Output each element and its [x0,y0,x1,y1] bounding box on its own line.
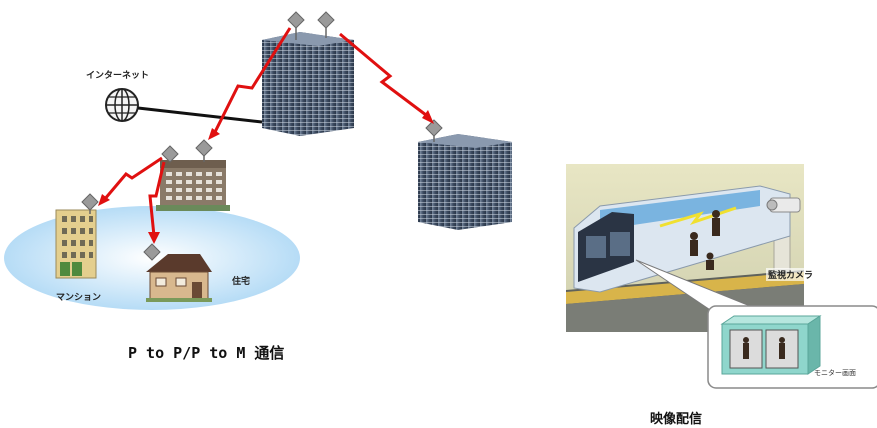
surveillance-camera-icon [766,197,801,213]
antenna-icon [81,193,99,211]
antenna-icon [143,243,161,261]
hotel-building [156,160,230,211]
mansion-label: マンション [56,293,102,303]
antenna-icon [161,145,179,163]
antennas [81,11,443,261]
internet-label: インターネット [86,71,150,81]
video-caption: 映像配信 [650,412,703,427]
wireless-links [98,27,434,244]
link-hotel-house [148,161,166,237]
central-tower-building [262,32,354,136]
mansion-building [55,209,97,279]
camera-label: 監視カメラ [766,268,816,281]
internet-link [137,106,263,124]
link-tower-right [339,32,431,120]
p2p-caption: P to P/P to M 通信 [128,344,285,362]
house-building [146,254,212,302]
right-tower-building [418,134,512,230]
internet-globe-icon [105,88,139,122]
antenna-icon [195,139,213,157]
house-label: 住宅 [232,277,251,287]
link-hotel-mansion [102,156,163,201]
monitor-label: モニター画面 [814,369,856,377]
antenna-icon [287,11,305,29]
antenna-icon [317,11,335,29]
video-scene-illustration [566,164,804,332]
link-tower-hotel [212,27,292,135]
monitor-panel [707,305,877,389]
antenna-icon [425,119,443,137]
